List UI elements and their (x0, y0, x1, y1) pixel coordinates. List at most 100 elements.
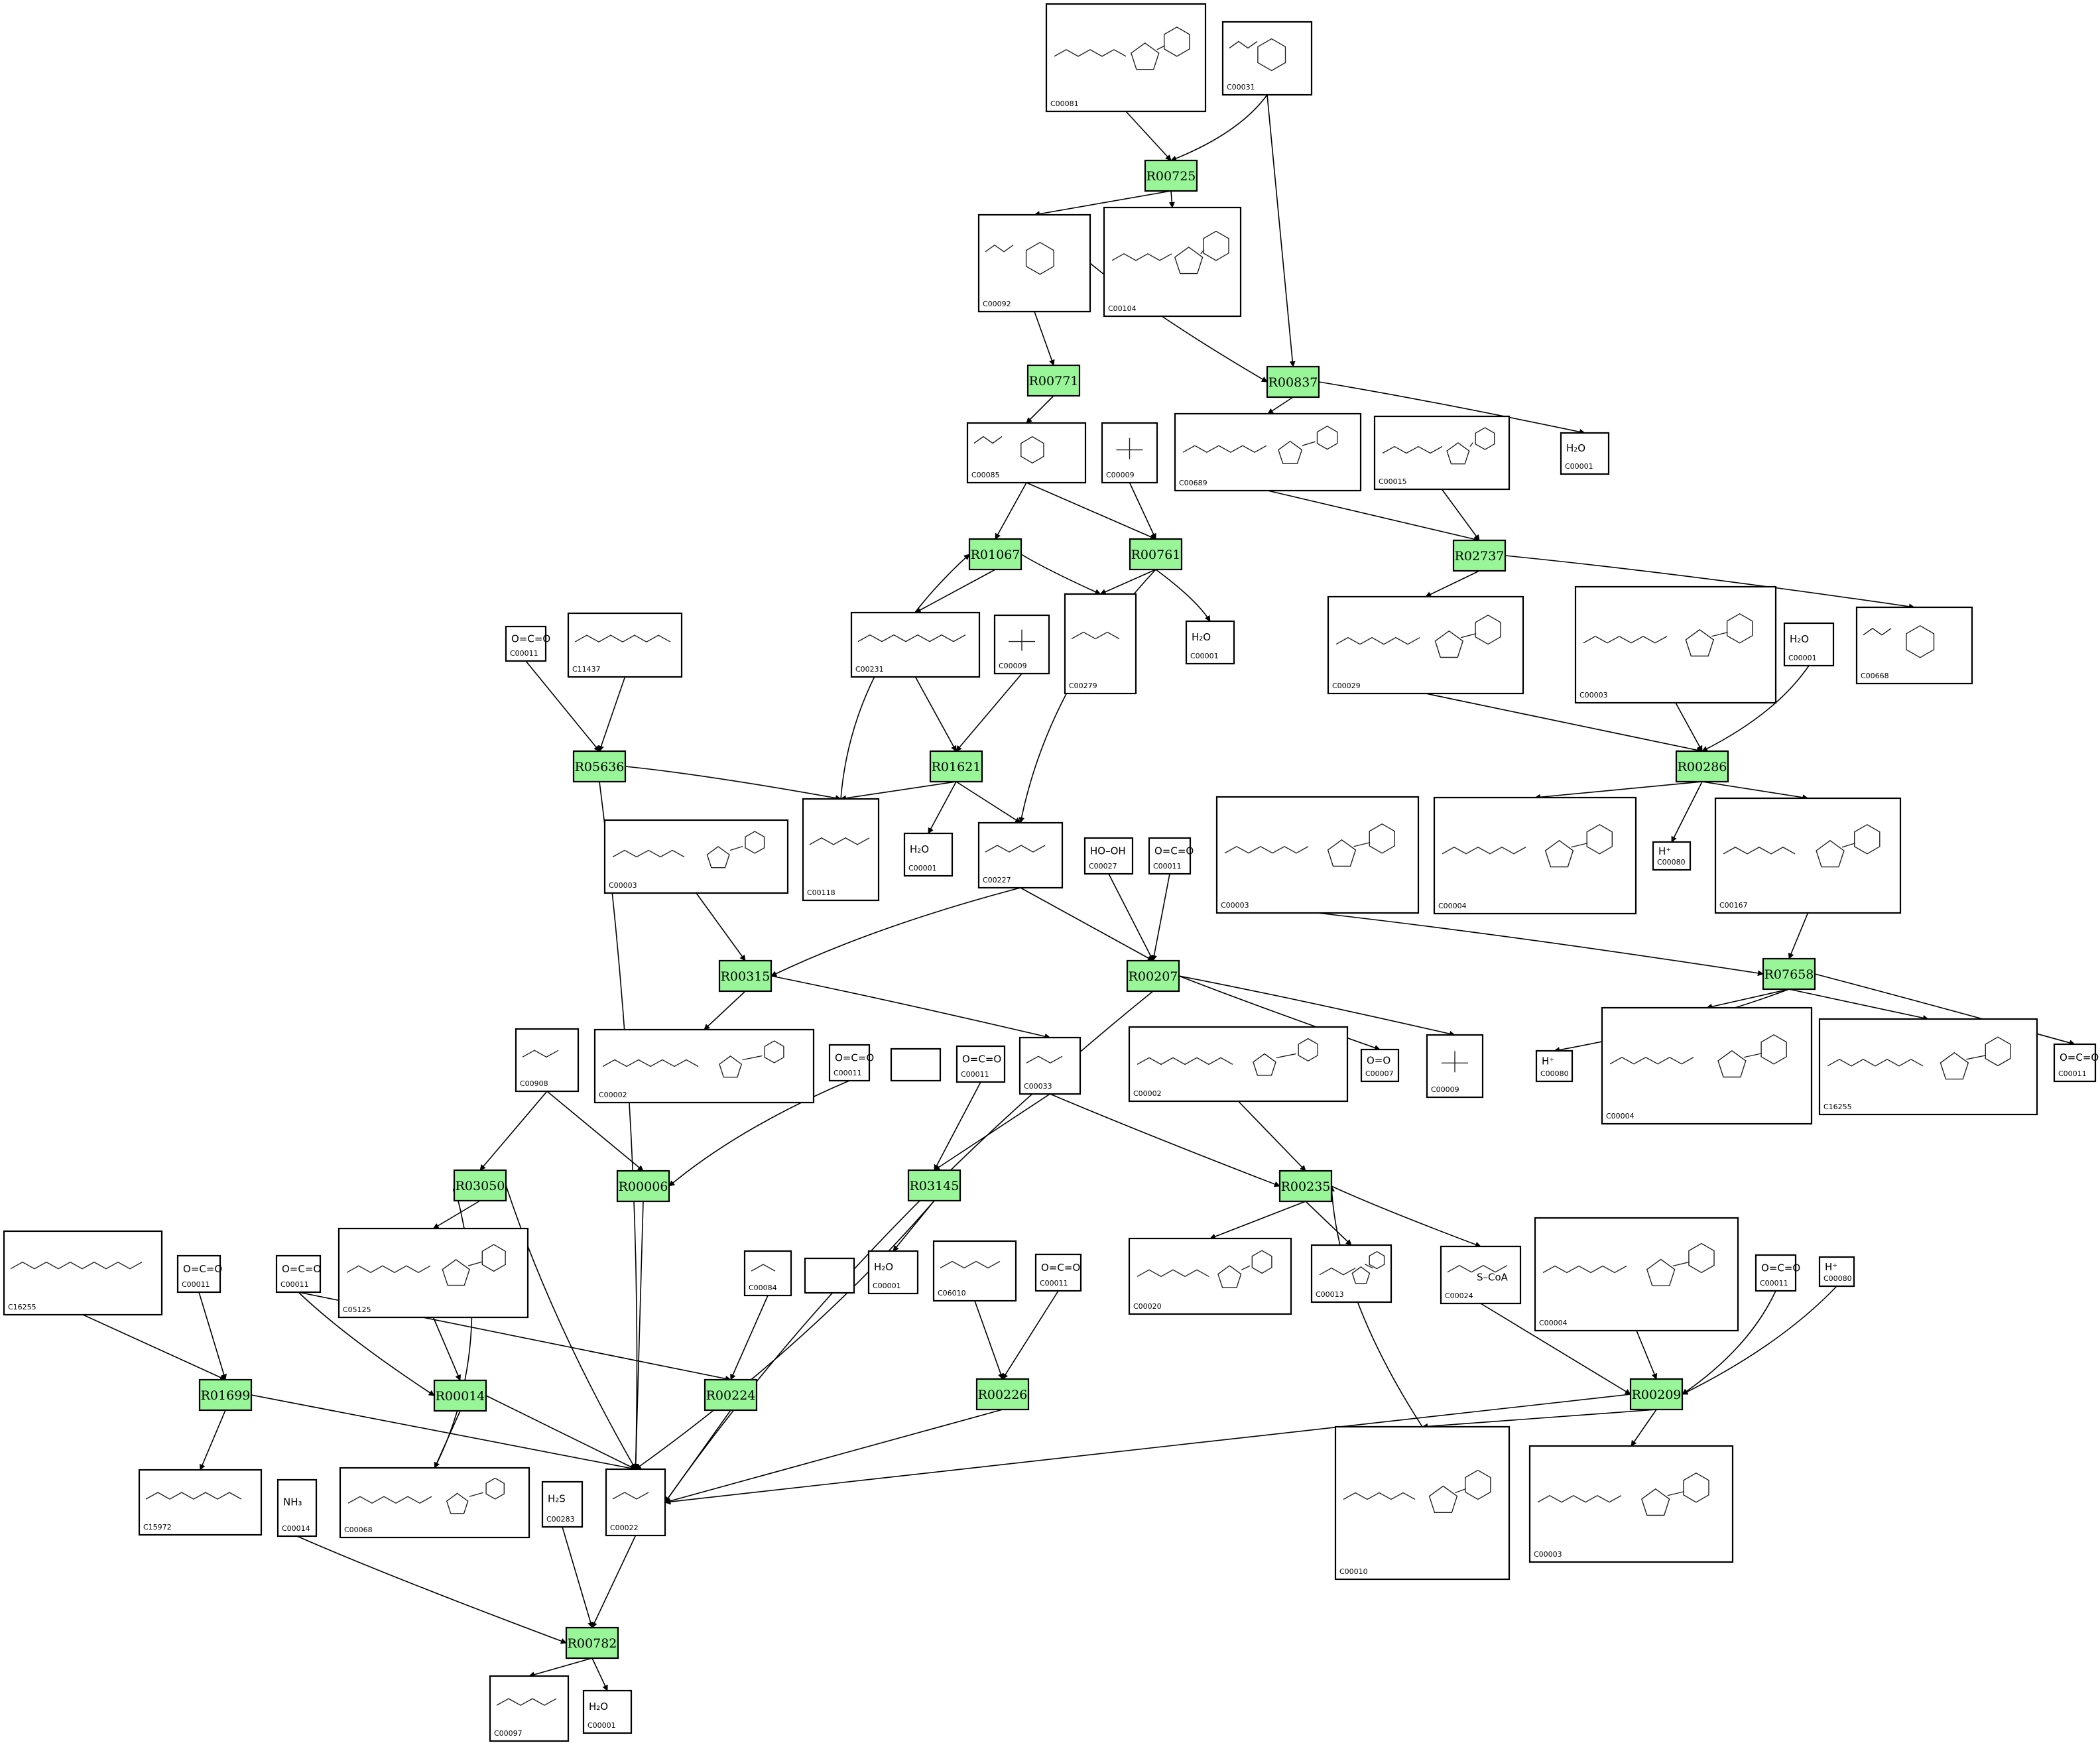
compound-c00279[interactable]: C00279 (1064, 593, 1137, 695)
reaction-r00286[interactable]: R00286 (1675, 750, 1729, 783)
compound-box (1360, 1048, 1400, 1083)
compound-box (1034, 1253, 1082, 1292)
reaction-r00837[interactable]: R00837 (1266, 365, 1320, 398)
compound-c00004b[interactable]: C00004 (1601, 1006, 1813, 1125)
compound-c00022[interactable]: C00022 (605, 1468, 666, 1537)
reaction-r01067[interactable]: R01067 (968, 538, 1022, 571)
reaction-r00207[interactable]: R00207 (1126, 959, 1180, 993)
reaction-r02737[interactable]: R02737 (1452, 539, 1507, 572)
reaction-box (929, 750, 983, 783)
reaction-r01699[interactable]: R01699 (198, 1378, 253, 1412)
structure-sketch (1116, 438, 1143, 459)
compound-c00003b[interactable]: C00003 (603, 819, 789, 894)
compound-c16255[interactable]: C16255 (1818, 1018, 2038, 1116)
compound-id: C05125 (343, 1305, 371, 1314)
compound-c06010[interactable]: C06010 (932, 1240, 1017, 1302)
compound-c00081[interactable]: C00081 (1045, 3, 1207, 113)
reaction-r03145[interactable]: R03145 (907, 1169, 961, 1202)
compound-c00080c[interactable]: H⁺C00080 (1818, 1256, 1855, 1288)
reaction-r00315[interactable]: R00315 (718, 959, 772, 993)
compound-c00013[interactable]: C00013 (1310, 1244, 1392, 1303)
reaction-r00014[interactable]: R00014 (433, 1379, 487, 1412)
compound-c00080a[interactable]: H⁺C00080 (1652, 841, 1692, 871)
compound-c00668[interactable]: C00668 (1855, 606, 1973, 685)
compound-box (1714, 797, 1902, 914)
reaction-r00209[interactable]: R00209 (1629, 1378, 1684, 1411)
compound-c00033[interactable]: C00033 (1019, 1036, 1081, 1095)
compound-c05125[interactable]: C05125 (338, 1227, 529, 1319)
compound-c00097[interactable]: C00097 (489, 1675, 570, 1742)
compound-c00231[interactable]: C00231 (850, 611, 981, 678)
compound-c00003d[interactable]: C00003 (1528, 1445, 1734, 1563)
reaction-r00235[interactable]: R00235 (1278, 1170, 1333, 1203)
compound-c00003c[interactable]: C00003 (1215, 796, 1420, 914)
compound-c00004a[interactable]: C00004 (1433, 796, 1637, 915)
compound-c11437[interactable]: C11437 (567, 612, 683, 678)
reaction-r01621[interactable]: R01621 (929, 750, 983, 783)
reaction-r07658[interactable]: R07658 (1762, 957, 1816, 991)
reaction-edge (934, 1081, 981, 1171)
compound-formula: H₂O (874, 1261, 893, 1273)
compound-c00068[interactable]: C00068 (339, 1467, 530, 1539)
compound-box (138, 1469, 263, 1536)
compound-c00085[interactable]: C00085 (966, 422, 1087, 484)
compound-c00002a[interactable]: C00002 (593, 1028, 815, 1104)
compound-c00084[interactable]: C00084 (743, 1250, 792, 1297)
compound-box (541, 1480, 584, 1528)
compound-c00092[interactable]: C00092 (977, 213, 1091, 313)
compound-c00167[interactable]: C00167 (1714, 797, 1902, 914)
compound-c15972[interactable]: C15972 (138, 1469, 263, 1536)
compound-box (977, 821, 1064, 889)
empty-compound-box[interactable] (890, 1048, 942, 1082)
reaction-r05636[interactable]: R05636 (572, 750, 627, 783)
compound-c00031[interactable]: C00031 (1221, 21, 1313, 96)
reaction-r00226[interactable]: R00226 (975, 1378, 1030, 1411)
reaction-edge (1328, 1185, 1423, 1427)
compound-c00118[interactable]: C00118 (802, 798, 880, 902)
reaction-r00782[interactable]: R00782 (565, 1626, 619, 1659)
reaction-r00224[interactable]: R00224 (704, 1378, 758, 1412)
reaction-r00006[interactable]: R00006 (616, 1170, 670, 1203)
reaction-r00761[interactable]: R00761 (1129, 538, 1183, 571)
compound-c00227[interactable]: C00227 (977, 821, 1064, 889)
empty-compound-box[interactable] (804, 1257, 855, 1294)
compound-c00002b[interactable]: C00002 (1128, 1026, 1349, 1103)
compound-c00104[interactable]: C00104 (1103, 206, 1242, 318)
compound-c00029[interactable]: C00029 (1327, 595, 1524, 695)
compound-id: C00009 (1106, 471, 1135, 479)
compound-c00003a[interactable]: C00003 (1574, 585, 1777, 704)
compound-c16255b[interactable]: C16255 (3, 1230, 163, 1316)
reaction-r00771[interactable]: R00771 (1026, 364, 1081, 397)
compound-c00020[interactable]: C00020 (1128, 1237, 1292, 1315)
compound-c00689[interactable]: C00689 (1174, 412, 1362, 492)
reaction-r00725[interactable]: R00725 (1144, 159, 1198, 192)
compound-c00010[interactable]: C00010 (1334, 1425, 1511, 1581)
compound-c00015[interactable]: C00015 (1373, 415, 1511, 491)
reaction-r03050[interactable]: R03050 (453, 1169, 507, 1202)
compound-c00080b[interactable]: H⁺C00080 (1535, 1050, 1574, 1083)
compound-id: C00118 (807, 888, 835, 897)
compound-c00908[interactable]: C00908 (515, 1028, 580, 1093)
compound-c00004c[interactable]: C00004 (1534, 1217, 1739, 1332)
